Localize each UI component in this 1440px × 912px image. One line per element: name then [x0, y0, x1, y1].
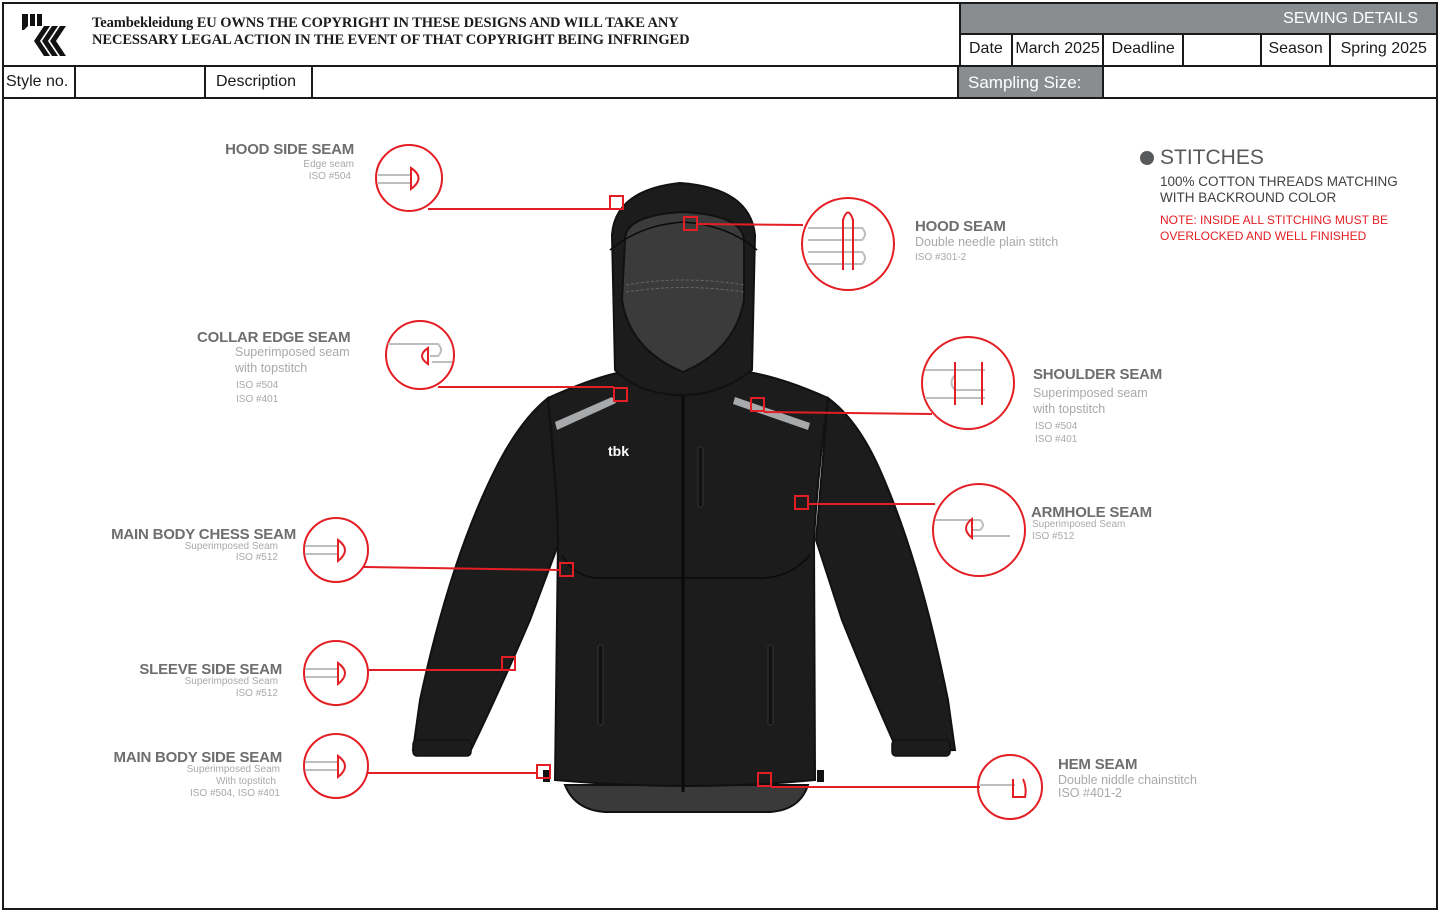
collar-edge-seam-iso2: ISO #401: [236, 394, 279, 405]
copyright-line-2: NECESSARY LEGAL ACTION IN THE EVENT OF T…: [92, 32, 690, 48]
shoulder-seam-iso1: ISO #504: [1035, 421, 1078, 432]
chess-seam-iso: ISO #512: [235, 552, 278, 563]
date-value[interactable]: March 2025: [1013, 35, 1105, 65]
collar-edge-seam-title: COLLAR EDGE SEAM: [197, 329, 351, 346]
description-label: Description: [206, 67, 313, 97]
stitches-note: NOTE: INSIDE ALL STITCHING MUST BE OVERL…: [1160, 212, 1388, 244]
hem-seam-sub: Double niddle chainstitch: [1058, 773, 1197, 787]
header-top: Teambekleidung EU OWNS THE COPYRIGHT IN …: [4, 4, 1436, 67]
sampling-size-label: Sampling Size:: [959, 67, 1104, 97]
garment-logo: tbk: [608, 443, 629, 459]
header-meta: SEWING DETAILS Date March 2025 Deadline …: [959, 4, 1436, 65]
chess-seam-title: MAIN BODY CHESS SEAM: [111, 526, 296, 543]
hem-seam-iso: ISO #401-2: [1058, 786, 1122, 800]
sleeve-side-seam-title: SLEEVE SIDE SEAM: [139, 661, 282, 678]
shoulder-seam-title: SHOULDER SEAM: [1033, 366, 1163, 383]
copyright-notice: Teambekleidung EU OWNS THE COPYRIGHT IN …: [92, 15, 690, 49]
stitches-note-2: OVERLOCKED AND WELL FINISHED: [1160, 229, 1367, 243]
stitches-title: STITCHES: [1160, 146, 1264, 169]
armhole-seam-sub: Superimposed Seam: [1032, 519, 1126, 530]
armhole-seam-iso: ISO #512: [1032, 531, 1075, 542]
collar-edge-seam-iso1: ISO #504: [236, 380, 279, 391]
meta-row: Date March 2025 Deadline Season Spring 2…: [961, 35, 1436, 65]
stitches-note-1: NOTE: INSIDE ALL STITCHING MUST BE: [1160, 213, 1389, 227]
hood-seam-iso: ISO #301-2: [915, 252, 967, 263]
brand-logo: [4, 4, 78, 65]
season-value[interactable]: Spring 2025: [1340, 40, 1427, 57]
hood-seam-title: HOOD SEAM: [915, 218, 1006, 235]
style-no-label: Style no.: [4, 67, 76, 97]
brand-logo-icon: [22, 14, 66, 56]
description-value[interactable]: [313, 67, 959, 97]
hood-side-seam-title: HOOD SIDE SEAM: [225, 141, 354, 158]
season-label: Season: [1262, 35, 1332, 65]
collar-edge-seam-sub1: Superimposed seam: [235, 345, 350, 359]
chess-seam-sub: Superimposed Seam: [184, 541, 278, 552]
body-side-seam-sub2: With topstitch: [215, 776, 276, 787]
hood-side-seam-sub: Edge seam: [303, 159, 354, 170]
callout-markers: [303, 144, 1043, 820]
collar-edge-seam-sub2: with topstitch: [235, 361, 308, 375]
shoulder-seam-sub2: with topstitch: [1033, 402, 1106, 416]
bullet-icon: [1140, 151, 1154, 165]
hood-side-seam-iso: ISO #504: [308, 171, 351, 182]
body-side-seam-title: MAIN BODY SIDE SEAM: [113, 749, 283, 766]
armhole-seam-title: ARMHOLE SEAM: [1031, 504, 1152, 521]
deadline-value[interactable]: [1184, 35, 1262, 65]
style-no-value[interactable]: [76, 67, 206, 97]
body-side-seam-iso: ISO #504, ISO #401: [189, 788, 280, 799]
hem-seam-title: HEM SEAM: [1058, 756, 1138, 773]
section-title: SEWING DETAILS: [961, 4, 1436, 35]
header-row-2: Style no. Description Sampling Size:: [4, 67, 1436, 99]
deadline-label: Deadline: [1104, 35, 1185, 65]
stitches-description: 100% COTTON THREADS MATCHING WITH BACKRO…: [1160, 174, 1398, 206]
shoulder-seam-iso2: ISO #401: [1035, 434, 1078, 445]
copyright-line-1: Teambekleidung EU OWNS THE COPYRIGHT IN …: [92, 15, 679, 31]
stitches-line-2: WITH BACKROUND COLOR: [1160, 190, 1337, 205]
sleeve-side-seam-iso: ISO #512: [235, 688, 278, 699]
sleeve-side-seam-sub: Superimposed Seam: [184, 676, 278, 687]
shoulder-seam-sub1: Superimposed seam: [1033, 386, 1148, 400]
stitches-line-1: 100% COTTON THREADS MATCHING: [1160, 174, 1398, 189]
date-label: Date: [961, 35, 1013, 65]
stitches-heading: STITCHES: [1140, 146, 1264, 170]
body-side-seam-sub1: Superimposed Seam: [186, 764, 280, 775]
hood-seam-sub: Double needle plain stitch: [915, 235, 1059, 249]
